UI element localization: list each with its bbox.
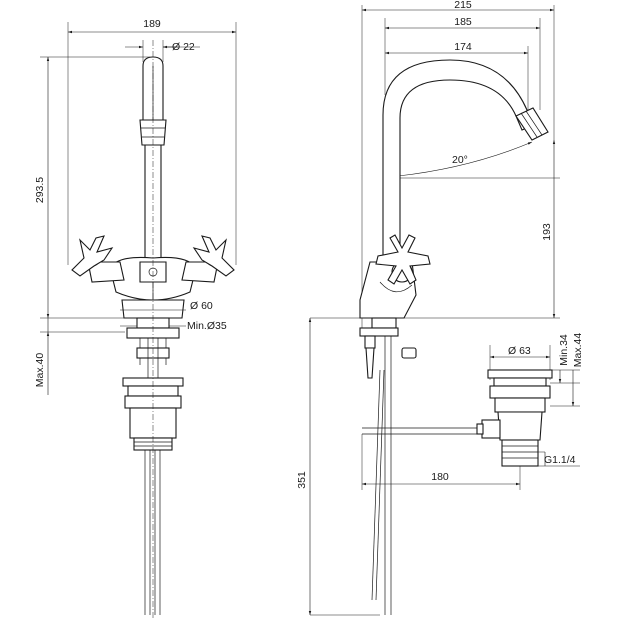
dim-width-label: 189 [143,18,161,30]
dim-waste-diameter: Ø 63 [490,345,550,359]
dim-rod-length: 180 [362,471,520,486]
dim-overall-length: 351 [296,318,312,615]
dim-hole-min-label: Min.Ø35 [187,320,227,332]
dim-waste-diameter-label: Ø 63 [508,345,531,357]
dim-width-189: 189 [68,18,236,34]
dim-angle-label: 20° [452,154,468,166]
dim-reach: 185 [385,16,540,30]
dim-outlet-height-label: 193 [541,223,553,241]
dim-outlet-reach: 174 [385,41,528,55]
dim-height-293: 293.5 [34,57,50,318]
dim-outlet-reach-label: 174 [454,41,472,53]
dim-total-reach: 215 [362,0,554,12]
dim-deck-max-label: Max.40 [34,353,46,388]
dim-total-reach-label: 215 [454,0,472,11]
dim-overall-length-label: 351 [296,471,308,489]
waste-view: Ø 63 Min.34 Max.44 G1.1/4 [476,333,584,467]
dim-reach-label: 185 [454,16,472,28]
dim-angle: 20° [397,141,533,177]
dim-spout-diameter-label: Ø 22 [172,41,195,53]
dim-rod-length-label: 180 [431,471,449,483]
dim-thread-label: G1.1/4 [544,454,576,466]
dim-waste-min-max: Min.34 Max.44 [558,333,584,406]
dim-deck-max: Max.40 [34,318,50,395]
dim-outlet-height: 193 [541,140,556,318]
front-view: 189 Ø 22 293.5 Max.40 [34,18,237,620]
dim-min-label: Min.34 [558,334,570,366]
dim-base-diameter-label: Ø 60 [190,300,213,312]
dim-spout-diameter: Ø 22 [125,40,200,62]
dim-max-label: Max.44 [572,333,584,368]
side-view: 215 185 174 20° 193 351 [296,0,560,616]
dim-height-label: 293.5 [34,177,46,203]
left-handle [71,235,125,283]
right-handle [181,235,235,283]
